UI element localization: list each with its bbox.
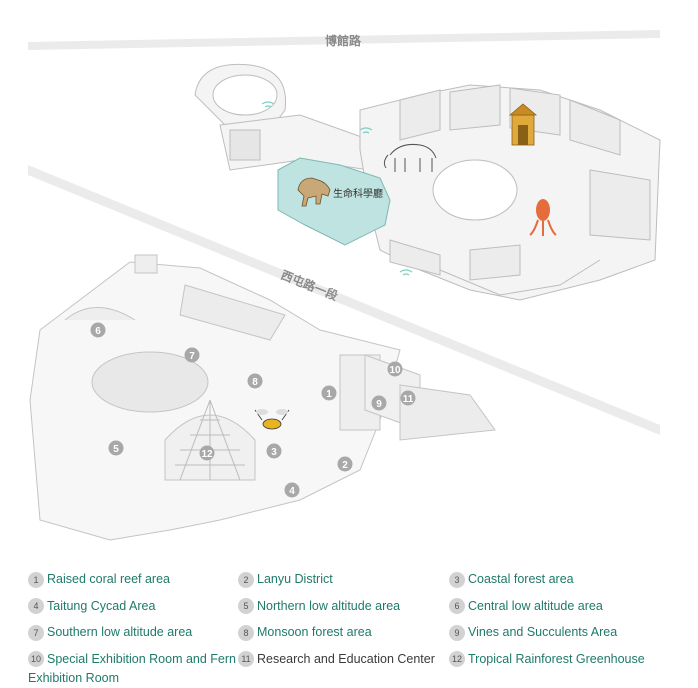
svg-text:6: 6 — [95, 326, 101, 337]
mammoth-skeleton-icon — [383, 144, 437, 172]
museum-buildings — [194, 63, 661, 301]
temple-icon — [508, 103, 538, 146]
svg-text:8: 8 — [252, 377, 258, 388]
road-top: 博館路 — [28, 30, 660, 50]
hall-label: 生命科學廳 — [333, 187, 383, 200]
wasp-icon — [254, 409, 290, 430]
marker-3[interactable]: 3 — [266, 443, 282, 459]
marker-8[interactable]: 8 — [247, 373, 263, 389]
svg-text:9: 9 — [376, 399, 382, 410]
marker-5[interactable]: 5 — [108, 440, 124, 456]
marker-11[interactable]: 11 — [400, 390, 416, 406]
svg-text:12: 12 — [201, 449, 213, 460]
svg-text:5: 5 — [113, 444, 119, 455]
wifi-icon — [261, 101, 413, 276]
marker-7[interactable]: 7 — [184, 347, 200, 363]
marker-12[interactable]: 12 — [199, 445, 215, 461]
marker-6[interactable]: 6 — [90, 322, 106, 338]
road-top-label: 博館路 — [325, 33, 362, 48]
svg-text:11: 11 — [403, 394, 414, 405]
svg-text:1: 1 — [326, 389, 332, 400]
svg-text:10: 10 — [389, 365, 401, 376]
svg-text:2: 2 — [342, 460, 348, 471]
road-middle-label: 西屯路一段 — [279, 267, 341, 304]
marker-1[interactable]: 1 — [321, 385, 337, 401]
botanical-garden — [29, 254, 496, 541]
svg-text:7: 7 — [189, 351, 195, 362]
marker-4[interactable]: 4 — [284, 482, 300, 498]
marker-10[interactable]: 10 — [387, 361, 403, 377]
marker-9[interactable]: 9 — [371, 395, 387, 411]
museum-map: 博館路 西屯路一段 生命科學廳 — [28, 30, 661, 541]
squid-icon — [529, 199, 557, 236]
svg-text:4: 4 — [289, 486, 295, 497]
svg-text:3: 3 — [271, 447, 277, 458]
dinosaur-icon — [297, 177, 331, 207]
marker-2[interactable]: 2 — [337, 456, 353, 472]
markers: 1 2 3 4 5 6 7 8 9 10 11 12 — [90, 322, 416, 498]
